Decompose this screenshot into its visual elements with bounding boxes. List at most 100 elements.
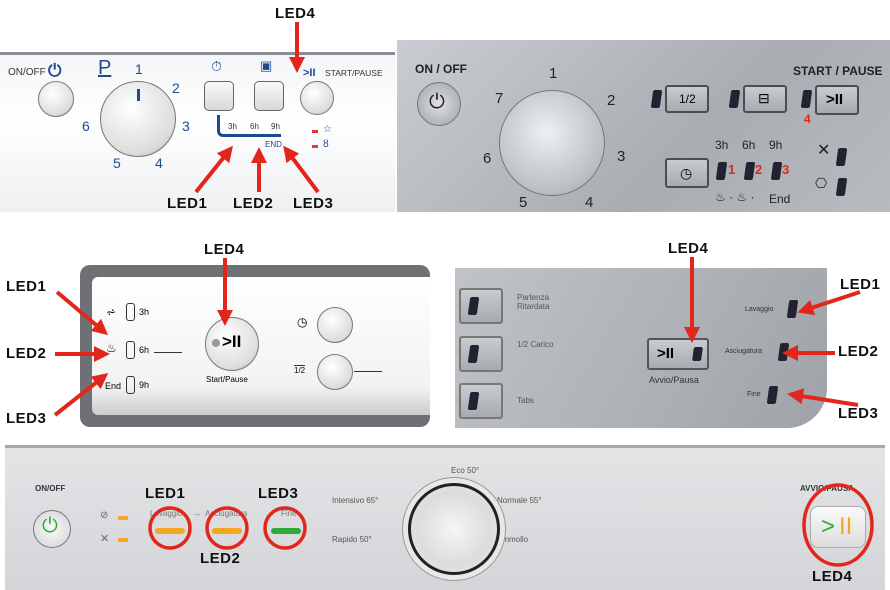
led4-label: LED4 bbox=[204, 241, 245, 258]
start-pause-button[interactable]: >II bbox=[205, 317, 259, 371]
start-pause-button[interactable]: > II bbox=[810, 506, 866, 548]
delay-timer-icon: ⏱ bbox=[211, 58, 222, 74]
half-load-led bbox=[467, 345, 480, 363]
hour-label: 9h bbox=[139, 380, 150, 390]
start-pause-icon: >II bbox=[222, 332, 242, 351]
on-off-label: ON/OFF bbox=[35, 484, 66, 493]
power-icon: ⏻ bbox=[429, 91, 445, 113]
power-icon: ⏻ bbox=[48, 61, 62, 80]
program-symbol: P bbox=[98, 57, 112, 79]
dial-number: 4 bbox=[155, 155, 163, 171]
dry-label: Asciugatura bbox=[205, 509, 248, 518]
half-load-label: 1/2 Carico bbox=[517, 340, 554, 349]
program-dial[interactable] bbox=[499, 90, 605, 196]
led-6h bbox=[743, 162, 756, 180]
start-pause-icon: >II bbox=[657, 345, 675, 362]
start-pause-label: Start/Pause bbox=[206, 375, 248, 384]
end-label: Fine bbox=[747, 391, 761, 398]
arrow-glyph: → bbox=[193, 509, 201, 518]
program-dial[interactable] bbox=[408, 483, 500, 575]
panel-3-control: ⩫ 3h ♨ 6h End 9h >II Start/Pause ◷ 1/2 bbox=[80, 265, 430, 427]
panel-1-control: ON/OFF ⏻ P 1 2 3 4 5 6 ⏱ ▣ >II START/PAU… bbox=[0, 52, 395, 212]
dial-number: 1 bbox=[135, 61, 143, 77]
led1 bbox=[126, 303, 135, 321]
delay-button[interactable] bbox=[317, 307, 353, 343]
on-off-button[interactable]: ⏻ bbox=[417, 82, 461, 126]
delay-start-button[interactable] bbox=[204, 81, 234, 111]
line bbox=[354, 371, 382, 372]
start-pause-button[interactable] bbox=[300, 81, 334, 115]
hour-label: 3h bbox=[715, 138, 729, 152]
program-rapid[interactable]: Rapido 50° bbox=[332, 535, 372, 544]
led3 bbox=[271, 528, 301, 534]
dial-number: 2 bbox=[607, 92, 616, 109]
led4-label: LED4 bbox=[668, 240, 709, 257]
led1 bbox=[155, 528, 185, 534]
hour-label: 9h bbox=[271, 122, 280, 131]
half-load-button[interactable] bbox=[254, 81, 284, 111]
delay-button[interactable] bbox=[459, 288, 503, 324]
salt-icon: ✕ bbox=[100, 533, 110, 545]
start-pause-icon: >II bbox=[303, 67, 316, 79]
wash-label: Lavaggio bbox=[745, 306, 774, 313]
start-pause-label: AVVIO/PAUSA bbox=[800, 484, 854, 493]
start-led bbox=[800, 90, 813, 108]
on-off-label: ON / OFF bbox=[415, 62, 467, 76]
dial-number: 5 bbox=[519, 194, 528, 211]
end-label: End bbox=[105, 381, 122, 391]
delay-icon: ◷ bbox=[297, 315, 308, 329]
half-load-button[interactable]: 1/2 bbox=[665, 85, 709, 113]
led4 bbox=[692, 347, 703, 361]
half-load-icon: ▣ bbox=[260, 58, 273, 73]
dial-number: 6 bbox=[82, 118, 90, 134]
dial-indicator bbox=[137, 89, 140, 101]
program-normal[interactable]: Normale 55° bbox=[497, 496, 542, 505]
half-load-label: 1/2 bbox=[294, 365, 306, 375]
led3 bbox=[766, 386, 779, 404]
salt-led bbox=[118, 538, 128, 542]
on-off-button[interactable] bbox=[38, 81, 74, 117]
start-pause-button[interactable]: >II bbox=[815, 85, 859, 115]
power-icon: ⏻ bbox=[42, 515, 58, 537]
salt-icon: ȣ bbox=[323, 139, 329, 150]
led-9h bbox=[770, 162, 783, 180]
led1 bbox=[786, 300, 799, 318]
half-load-button[interactable] bbox=[317, 354, 353, 390]
led-number: 3 bbox=[782, 162, 790, 177]
tabs-button[interactable] bbox=[459, 383, 503, 419]
delay-label: Partenza Ritardata bbox=[517, 293, 550, 311]
led3-label: LED3 bbox=[293, 195, 334, 212]
led4-label: LED4 bbox=[812, 568, 853, 585]
dial-number: 6 bbox=[483, 150, 492, 167]
dry-label: Asciugatura bbox=[725, 348, 762, 355]
dial-number: 5 bbox=[113, 155, 121, 171]
half-load-led bbox=[650, 90, 663, 108]
start-pause-label: START / PAUSE bbox=[793, 64, 883, 78]
led2 bbox=[777, 343, 790, 361]
delay-bracket bbox=[217, 115, 281, 137]
start-pause-label: START/PAUSE bbox=[325, 68, 383, 78]
on-off-button[interactable]: ⏻ bbox=[33, 510, 71, 548]
tabs-button[interactable]: ⊟ bbox=[743, 85, 787, 113]
program-soak[interactable]: Ammollo bbox=[497, 535, 529, 544]
dial-number: 3 bbox=[617, 148, 626, 165]
led-3h bbox=[715, 162, 728, 180]
program-eco[interactable]: Eco 50° bbox=[451, 466, 480, 475]
start-pause-label: Avvio/Pausa bbox=[649, 375, 699, 385]
program-intensive[interactable]: Intensivo 65° bbox=[332, 496, 379, 505]
led3-label: LED3 bbox=[258, 485, 299, 502]
led2 bbox=[212, 528, 242, 534]
half-load-button[interactable] bbox=[459, 336, 503, 372]
rinse-aid-icon: ⊘ bbox=[100, 510, 109, 521]
led1-label: LED1 bbox=[145, 485, 186, 502]
rinse-aid-led bbox=[312, 130, 318, 133]
rinse-aid-icon: ✕ bbox=[817, 142, 831, 159]
panel-2-control: ON / OFF ⏻ 1 2 3 4 5 6 7 1/2 ⊟ START / P… bbox=[397, 40, 890, 212]
start-pause-button[interactable]: >II bbox=[647, 338, 709, 370]
panel-3-face: ⩫ 3h ♨ 6h End 9h >II Start/Pause ◷ 1/2 bbox=[92, 277, 430, 415]
led4 bbox=[212, 339, 220, 347]
pause-icon: II bbox=[839, 513, 853, 540]
delay-button[interactable]: ◷ bbox=[665, 158, 709, 188]
dial-number: 1 bbox=[549, 65, 558, 82]
hour-label: 6h bbox=[139, 345, 150, 355]
